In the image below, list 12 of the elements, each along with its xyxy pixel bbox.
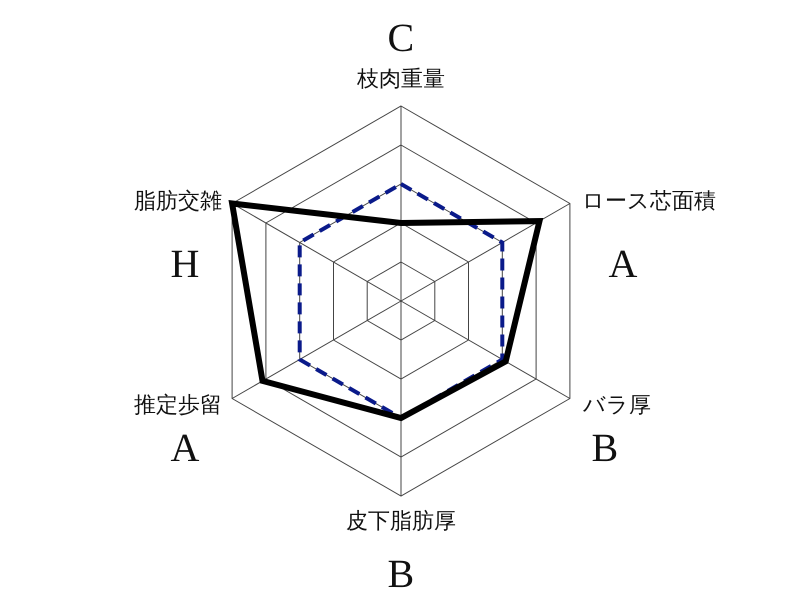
axis-label: 脂肪交雑 [134, 190, 222, 212]
grade-letter: A [608, 244, 638, 284]
axis-label: ロース芯面積 [582, 190, 716, 212]
grade-letter: C [388, 18, 414, 58]
grade-letter: A [170, 428, 200, 468]
axis-label: 推定歩留 [134, 394, 222, 416]
grade-letter: H [170, 244, 200, 284]
grade-letter: B [592, 428, 618, 468]
axis-label: バラ厚 [583, 394, 651, 416]
axis-label: 皮下脂肪厚 [346, 510, 456, 532]
grade-letter: B [388, 554, 414, 594]
axis-label: 枝肉重量 [357, 68, 445, 90]
